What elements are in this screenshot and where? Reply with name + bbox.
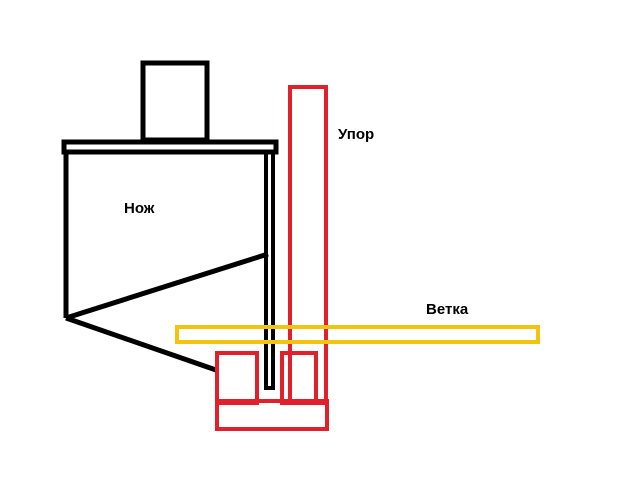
stop-vertical-post: [288, 85, 328, 405]
stop-right-block: [280, 351, 318, 405]
knife-upper-diagonal: [65, 251, 269, 321]
knife-top-bar: [61, 139, 279, 155]
branch-label: Ветка: [426, 301, 469, 318]
stop-base: [215, 399, 329, 431]
stop-label: Упор: [338, 126, 374, 143]
knife-label: Нож: [124, 200, 155, 217]
stop-assembly: [215, 85, 329, 431]
knife-assembly: [61, 60, 279, 390]
branch-bar: [175, 325, 540, 344]
stop-left-block: [215, 351, 259, 405]
knife-handle-block: [140, 60, 210, 143]
knife-lower-diagonal: [65, 315, 217, 373]
